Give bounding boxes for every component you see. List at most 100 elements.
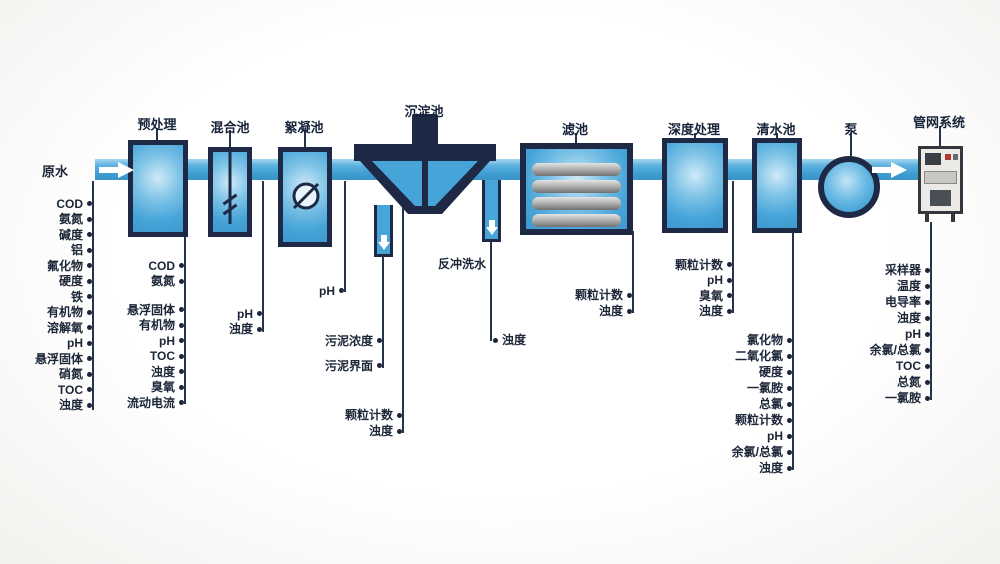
sensor-dot-icon	[87, 247, 92, 253]
monitoring-param: 浊度	[59, 398, 92, 414]
param-label: pH	[319, 283, 335, 298]
stage-label-filter: 滤池	[561, 122, 589, 137]
monitoring-param: 一氯胺	[747, 380, 792, 396]
sensor-dot-icon	[179, 307, 184, 313]
sensor-dot-icon	[179, 369, 184, 375]
param-label: TOC	[149, 349, 175, 364]
param-label: 臭氧	[150, 380, 175, 395]
param-label: pH	[237, 306, 253, 321]
monitoring-param: pH	[767, 428, 792, 444]
sensor-dot-icon	[493, 337, 498, 343]
monitoring-param: 浊度	[369, 423, 402, 439]
monitoring-param: 电导率	[885, 294, 930, 310]
param-label: COD	[56, 196, 83, 211]
param-label: 颗粒计数	[344, 408, 393, 422]
filter-media-layer	[532, 163, 621, 176]
param-label: 溶解氧	[46, 320, 83, 335]
param-list-sedimentation-outlet: 颗粒计数浊度	[328, 407, 402, 439]
monitoring-param: 二氧化氯	[735, 348, 792, 364]
stage-label-sedimentation: 沉淀池	[404, 104, 444, 119]
param-label: 颗粒计数	[674, 257, 723, 272]
stage-label-network: 管网系统	[912, 115, 966, 130]
param-label: 颗粒计数	[734, 413, 783, 427]
sensor-dot-icon	[87, 232, 92, 238]
monitoring-param: 颗粒计数	[735, 412, 792, 428]
sensor-dot-icon	[925, 363, 930, 369]
monitoring-param: 浊度	[229, 322, 262, 338]
param-list-backwash: 浊度	[493, 332, 539, 348]
monitoring-param: 浊度	[151, 364, 184, 380]
monitoring-param: 氨氮	[59, 212, 92, 228]
monitoring-param: 污泥浓度	[325, 328, 382, 353]
sensor-dot-icon	[87, 216, 92, 222]
param-label: TOC	[895, 359, 921, 373]
scraper-shaft	[422, 144, 428, 214]
leader-line-advanced	[732, 181, 734, 313]
monitoring-param: 污泥界面	[325, 353, 382, 378]
param-label: 有机物	[138, 318, 175, 333]
monitoring-param: 臭氧	[151, 380, 184, 396]
leader-line-sludge	[382, 255, 384, 368]
param-list-filter: 颗粒计数浊度	[556, 287, 632, 319]
monitoring-param: 余氯/总氯	[870, 342, 930, 358]
param-label: 浊度	[598, 304, 623, 318]
panel-screen	[925, 153, 941, 165]
monitoring-param: 总氯	[759, 396, 792, 412]
panel-gray-button-icon	[953, 154, 958, 160]
sensor-dot-icon	[787, 353, 792, 359]
param-label: 一氯胺	[746, 381, 783, 395]
stage-label-flocculation: 絮凝池	[284, 120, 324, 135]
sensor-dot-icon	[87, 263, 92, 269]
sensor-dot-icon	[787, 385, 792, 391]
tick-pump	[850, 133, 852, 156]
tick-pretreatment	[156, 128, 158, 140]
monitoring-param: pH	[159, 333, 184, 349]
param-label: 浊度	[698, 304, 723, 319]
sensor-dot-icon	[925, 395, 930, 401]
param-label: pH	[905, 327, 921, 341]
sensor-dot-icon	[727, 277, 732, 283]
monitoring-param: 颗粒计数	[345, 407, 402, 423]
param-label: 硬度	[758, 365, 783, 379]
monitoring-param: 颗粒计数	[675, 257, 732, 273]
sensor-dot-icon	[179, 322, 184, 328]
tick-network	[939, 126, 941, 146]
sensor-dot-icon	[787, 417, 792, 423]
sensor-dot-icon	[179, 384, 184, 390]
monitoring-param: 有机物	[47, 305, 92, 321]
mixing-tank	[208, 147, 252, 237]
param-label: 悬浮固体	[34, 351, 83, 366]
monitoring-param: 流动电流	[127, 395, 184, 411]
param-label: COD	[148, 258, 175, 273]
sensor-dot-icon	[925, 283, 930, 289]
param-label: 总氯	[758, 397, 783, 411]
monitoring-param: 氟化物	[47, 258, 92, 274]
param-label: 浊度	[368, 424, 393, 438]
param-label: 碱度	[58, 227, 83, 242]
monitoring-param: TOC	[58, 382, 92, 398]
sensor-dot-icon	[179, 263, 184, 269]
sensor-dot-icon	[87, 340, 92, 346]
param-label: 颗粒计数	[574, 288, 623, 302]
monitoring-param: 一氯胺	[885, 390, 930, 406]
stage-label-advanced: 深度处理	[667, 122, 721, 137]
sensor-dot-icon	[787, 449, 792, 455]
monitoring-param: COD	[148, 258, 184, 274]
param-label: TOC	[57, 382, 83, 397]
monitoring-param: pH	[319, 283, 344, 299]
sensor-dot-icon	[787, 433, 792, 439]
param-label: 二氧化氯	[734, 349, 783, 363]
sensor-dot-icon	[87, 309, 92, 315]
sensor-dot-icon	[727, 262, 732, 268]
panel-red-button-icon	[945, 154, 951, 160]
param-label: 污泥界面	[324, 358, 373, 373]
leader-line-flocculation	[344, 181, 346, 292]
monitoring-param: 氨氮	[151, 274, 184, 290]
tick-mixing	[229, 130, 231, 147]
monitoring-param: 温度	[897, 278, 930, 294]
monitoring-param: 硬度	[759, 364, 792, 380]
